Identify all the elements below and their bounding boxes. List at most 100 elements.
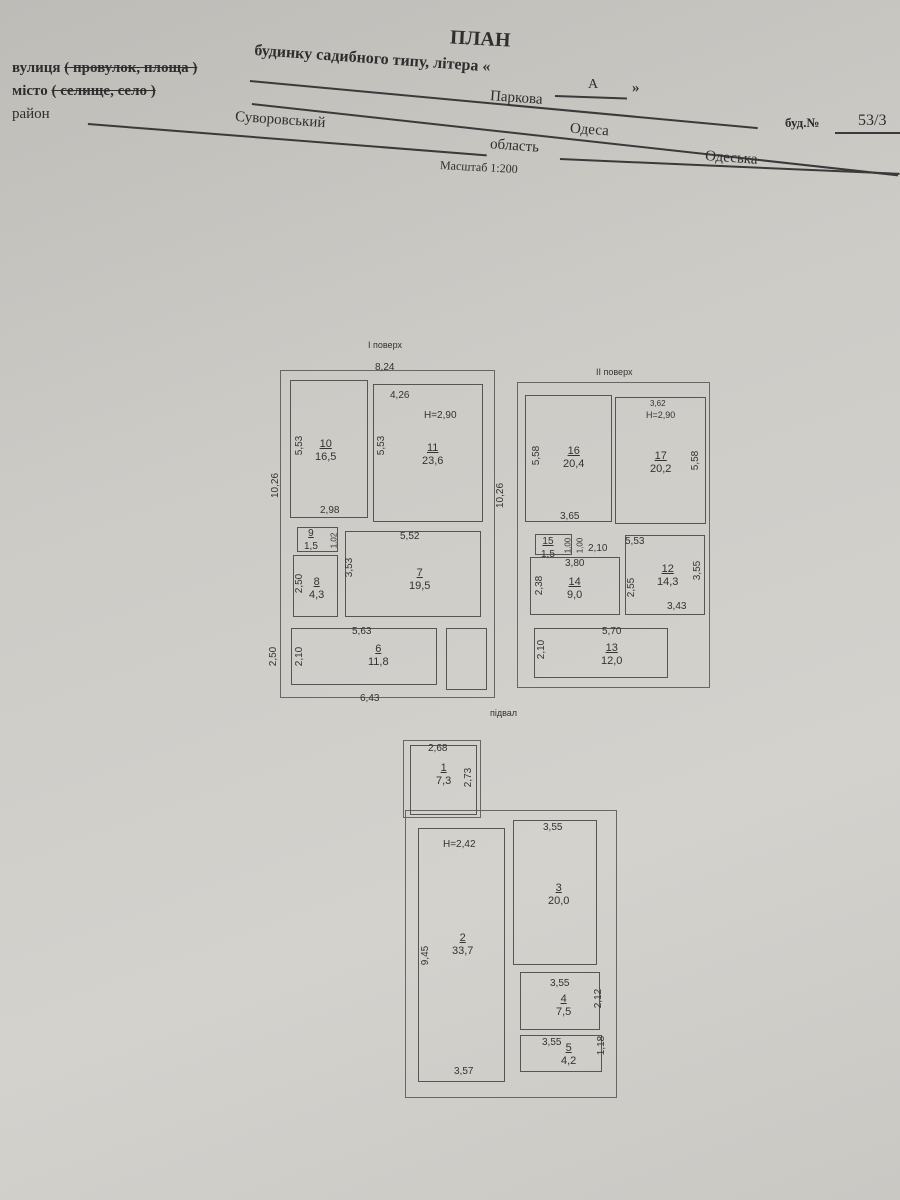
dim: 10,26 <box>270 472 282 499</box>
dim: 3,62 <box>650 399 666 408</box>
building-label: буд.№ <box>785 115 820 130</box>
room-area: 12,0 <box>601 655 623 667</box>
dim: 8,24 <box>375 362 395 373</box>
room-area: 11,8 <box>368 656 389 668</box>
dim: 5,58 <box>531 445 543 466</box>
litera-line <box>554 95 627 100</box>
city-value: Одеса <box>569 120 610 140</box>
room-16 <box>525 395 612 522</box>
room-number: 4 <box>560 993 567 1005</box>
staircase <box>446 628 487 690</box>
room-number: 12 <box>661 563 674 575</box>
dim: 3,55 <box>692 560 704 581</box>
dim: 4,26 <box>390 390 410 401</box>
street-struck-text: ( провулок, площа ) <box>64 60 198 76</box>
room-8 <box>293 555 338 617</box>
dim: 3,55 <box>550 978 570 989</box>
floor-1-title: I поверх <box>368 340 402 350</box>
dim: 1,00 <box>563 537 573 554</box>
basement-outer-wall <box>405 810 617 1098</box>
room-3 <box>513 820 597 965</box>
room-number: 16 <box>567 445 580 457</box>
litera-value: А <box>588 77 599 92</box>
room-area: 19,5 <box>409 580 431 592</box>
street-value: Паркова <box>489 88 544 108</box>
room-area: 20,0 <box>548 895 570 907</box>
floor-2-outer-wall <box>517 382 710 688</box>
building-value: 53/3 <box>858 112 887 129</box>
dim: 1,18 <box>596 1035 608 1056</box>
region-value: Одеська <box>704 148 759 168</box>
room-12 <box>625 535 705 615</box>
city-label-text: місто <box>12 83 48 99</box>
room-15 <box>535 534 572 555</box>
room-number: 14 <box>568 576 581 588</box>
room-13 <box>534 628 668 678</box>
city-struck-text: ( селище, село ) <box>51 83 156 99</box>
room-area: 7,3 <box>436 775 452 787</box>
dim: 3,80 <box>565 558 585 569</box>
room-area: 4,3 <box>309 589 325 601</box>
scale-label: Масштаб 1:200 <box>439 157 519 177</box>
room-14 <box>530 557 620 615</box>
dim: 5,58 <box>690 450 702 471</box>
dim: 3,43 <box>667 601 687 612</box>
dim: 2,10 <box>536 639 548 660</box>
dim: 2,55 <box>626 577 638 598</box>
dim: 2,73 <box>463 767 475 788</box>
room-number: 7 <box>416 567 423 579</box>
room-1 <box>410 745 477 815</box>
dim: 2,98 <box>320 505 340 516</box>
room-area: 20,4 <box>563 458 585 470</box>
dim: 5,53 <box>294 435 306 456</box>
dim: 1,02 <box>329 532 339 549</box>
room-number: 2 <box>459 932 466 944</box>
dim: 2,50 <box>268 646 280 667</box>
floor-1-outer-wall <box>280 370 495 698</box>
room-area: 1,5 <box>304 541 318 552</box>
room-area: 16,5 <box>315 451 337 463</box>
dim: 2,68 <box>428 743 448 754</box>
room-number: 5 <box>565 1042 572 1054</box>
room-number: 3 <box>555 882 562 894</box>
dim: 3,55 <box>543 822 563 833</box>
room-7 <box>345 531 481 617</box>
litera-close: » <box>632 80 640 96</box>
room-area: 4,2 <box>561 1055 577 1067</box>
dim: 1,00 <box>575 537 585 554</box>
floor-2-title: II поверх <box>596 367 633 377</box>
district-value: Суворовський <box>234 108 326 132</box>
basement-annex-wall <box>403 740 481 818</box>
room-10 <box>290 380 368 518</box>
district-label: район <box>12 106 50 122</box>
room-11 <box>373 384 483 522</box>
room-area: 7,5 <box>556 1006 572 1018</box>
dim: 9,45 <box>420 945 432 966</box>
dim: 2,50 <box>294 573 306 594</box>
room-number: 1 <box>440 762 447 774</box>
room-number: 10 <box>319 438 332 450</box>
room-number: 15 <box>542 536 554 547</box>
room-area: 33,7 <box>452 945 474 957</box>
room-2 <box>418 828 505 1082</box>
room-5 <box>520 1035 602 1072</box>
room-17 <box>615 397 706 524</box>
city-label: місто ( селище, село ) <box>12 83 156 100</box>
street-label-text: вулиця <box>12 60 61 76</box>
region-label: область <box>489 136 540 156</box>
room-area: 9,0 <box>567 589 583 601</box>
room-number: 13 <box>605 642 618 654</box>
dim: 2,12 <box>593 988 605 1009</box>
dim: 5,70 <box>602 626 622 637</box>
